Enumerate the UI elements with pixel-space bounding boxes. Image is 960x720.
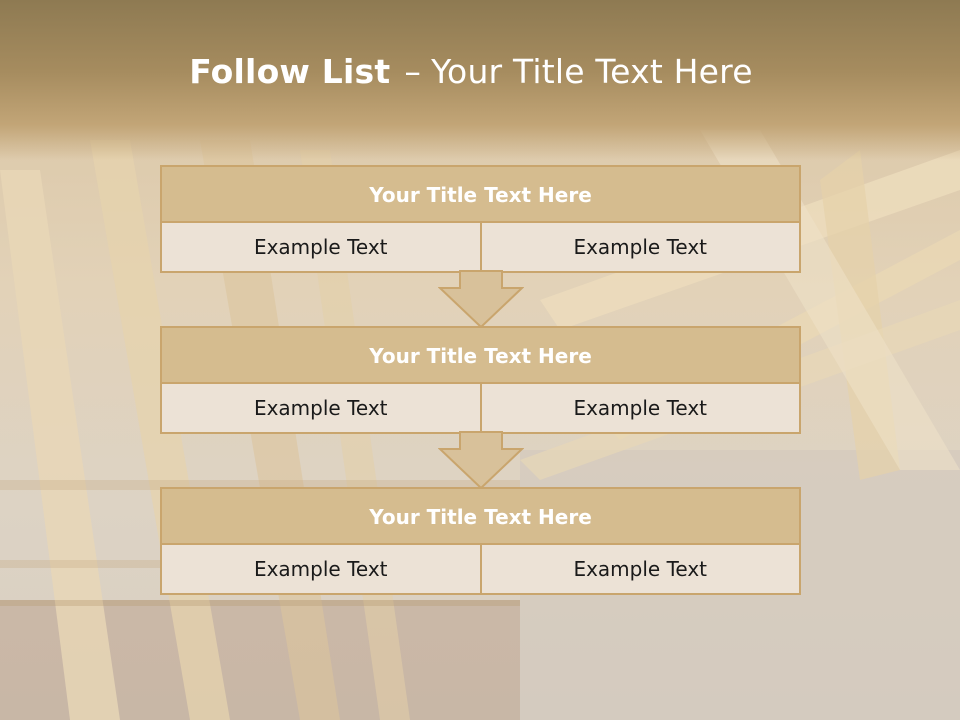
slide-title-dash: – (404, 52, 422, 91)
block-title: Your Title Text Here (162, 167, 799, 223)
block-title: Your Title Text Here (162, 328, 799, 384)
slide-title-strong: Follow List (189, 52, 391, 91)
down-arrow-icon (438, 270, 524, 328)
slide-title-rest: Your Title Text Here (431, 52, 753, 91)
block-row: Example Text Example Text (162, 223, 799, 271)
down-arrow-icon (438, 431, 524, 489)
block-row: Example Text Example Text (162, 384, 799, 432)
list-block-3: Your Title Text Here Example Text Exampl… (160, 487, 801, 595)
block-cell-left: Example Text (162, 545, 480, 593)
block-cell-left: Example Text (162, 384, 480, 432)
slide-title: Follow List–Your Title Text Here (0, 52, 942, 91)
block-cell-right: Example Text (479, 223, 799, 271)
block-cell-right: Example Text (479, 384, 799, 432)
header-band (0, 0, 960, 160)
list-block-1: Your Title Text Here Example Text Exampl… (160, 165, 801, 273)
block-title: Your Title Text Here (162, 489, 799, 545)
list-block-2: Your Title Text Here Example Text Exampl… (160, 326, 801, 434)
block-cell-right: Example Text (479, 545, 799, 593)
block-cell-left: Example Text (162, 223, 480, 271)
block-row: Example Text Example Text (162, 545, 799, 593)
